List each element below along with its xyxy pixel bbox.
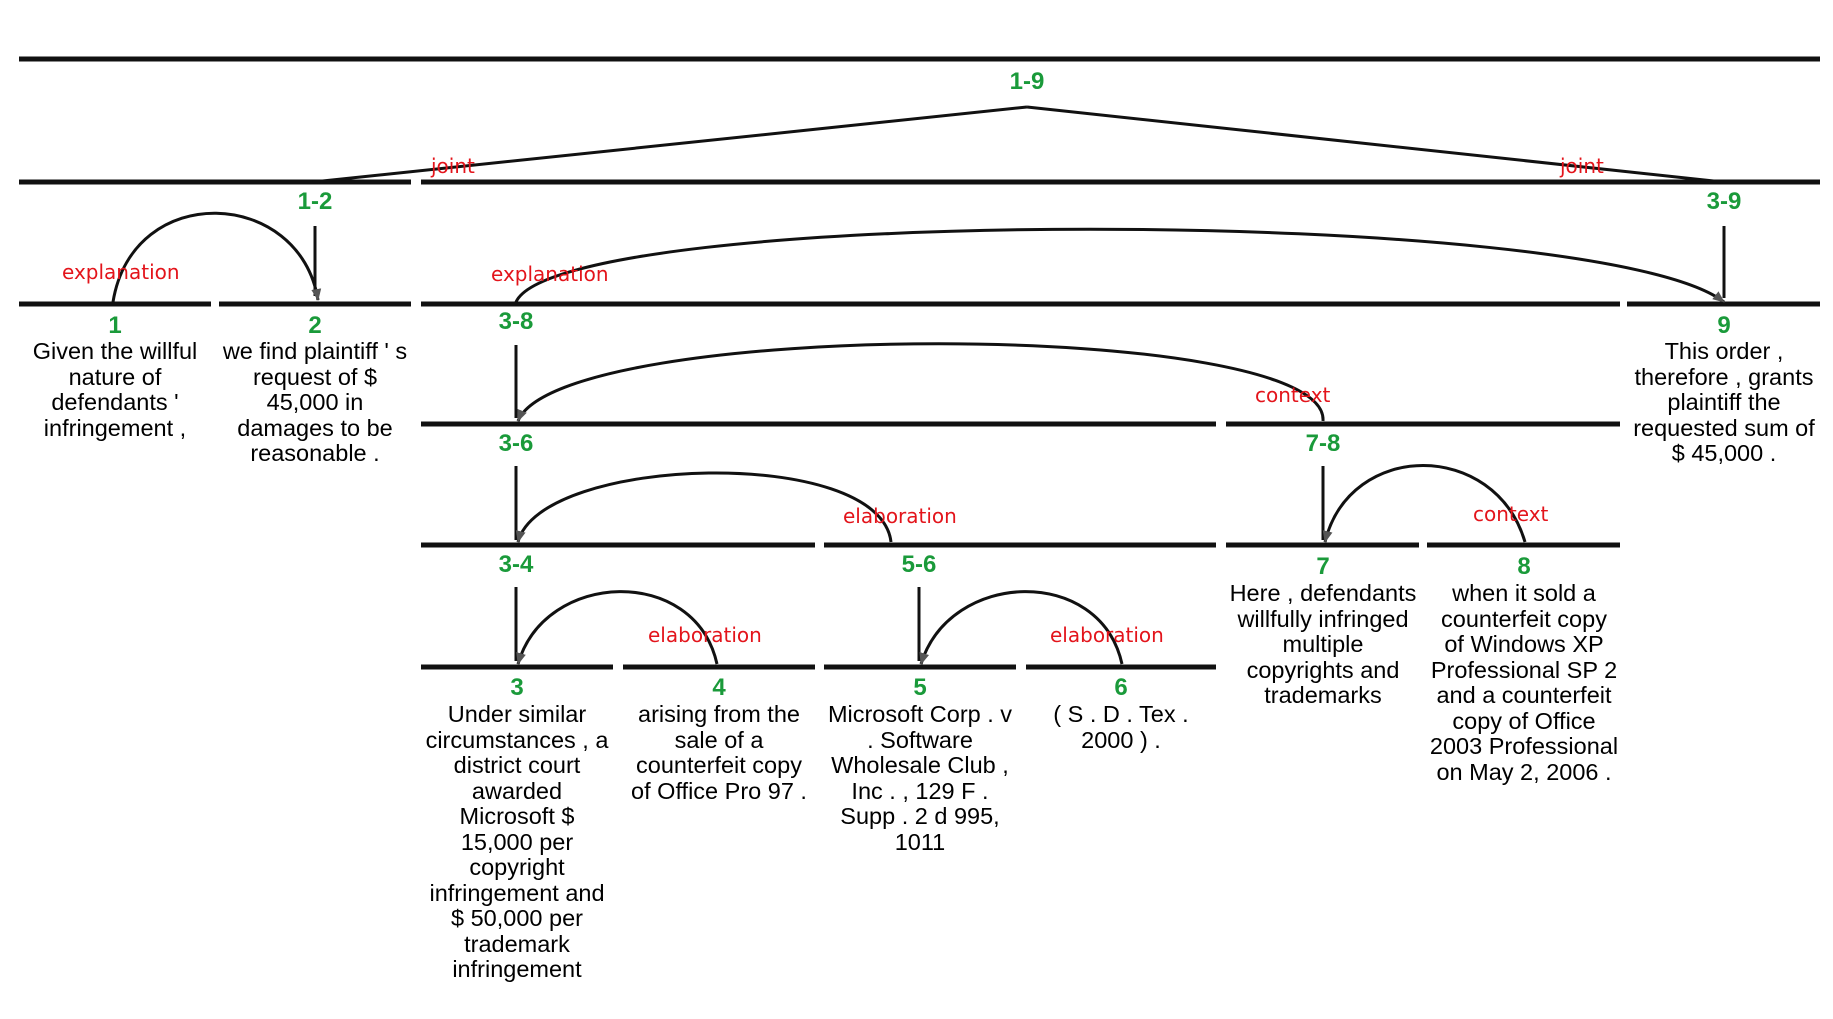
span-label-edu-8: 8 [1517,553,1530,580]
span-label-3-8: 3-8 [499,308,534,335]
edu-text-2: we find plaintiff ' s request of $ 45,00… [222,338,408,466]
edu-text-5: Microsoft Corp . v . Software Wholesale … [827,701,1013,855]
edu-text-8: when it sold a counterfeit copy of Windo… [1429,580,1619,785]
span-label-3-4: 3-4 [499,551,534,578]
span-label-3-9: 3-9 [1707,188,1742,215]
arc-elaboration-3-6 [515,471,893,543]
relation-label-joint-right: joint [1559,154,1604,178]
edu-text-4: arising from the sale of a counterfeit c… [631,701,807,804]
relation-label-explanation-1-2: explanation [62,260,180,284]
joint-line-right [1026,105,1724,184]
span-label-edu-9: 9 [1717,312,1730,339]
span-label-7-8: 7-8 [1306,430,1341,457]
edu-text-9: This order , therefore , grants plaintif… [1633,338,1815,466]
span-label-edu-1: 1 [108,312,121,339]
arc-context-7-8 [1322,464,1527,543]
relation-label-elaboration-5-6: elaboration [1050,623,1164,647]
relation-label-elaboration-3-6: elaboration [843,504,957,528]
relation-label-context-7-8: context [1473,502,1549,526]
edu-text-1: Given the willful nature of defendants '… [32,338,198,441]
edu-text-3: Under similar circumstances , a district… [425,701,609,982]
span-label-edu-2: 2 [308,312,321,339]
span-label-1-9: 1-9 [1010,68,1045,95]
arc-context-3-8 [516,342,1325,422]
span-label-edu-3: 3 [510,674,523,701]
span-label-edu-7: 7 [1316,553,1329,580]
edu-text-6: ( S . D . Tex . 2000 ) . [1053,701,1189,753]
edu-text-7: Here , defendants willfully infringed mu… [1229,580,1417,708]
arc-elaboration-5-6 [919,590,1124,665]
relation-label-explanation-3-9: explanation [491,262,609,286]
arc-elaboration-3-4 [516,590,719,665]
span-label-1-2: 1-2 [298,188,333,215]
relation-label-joint-left: joint [430,154,475,178]
span-label-3-6: 3-6 [499,430,534,457]
arc-explanation-3-9 [514,227,1725,304]
joint-line-left [312,105,1028,184]
relation-label-elaboration-3-4: elaboration [648,623,762,647]
span-label-5-6: 5-6 [902,551,937,578]
span-label-edu-4: 4 [712,674,726,701]
span-label-edu-5: 5 [913,674,926,701]
relation-label-context-3-8: context [1255,383,1331,407]
span-label-edu-6: 6 [1114,674,1127,701]
arc-explanation-1-2 [111,211,322,303]
